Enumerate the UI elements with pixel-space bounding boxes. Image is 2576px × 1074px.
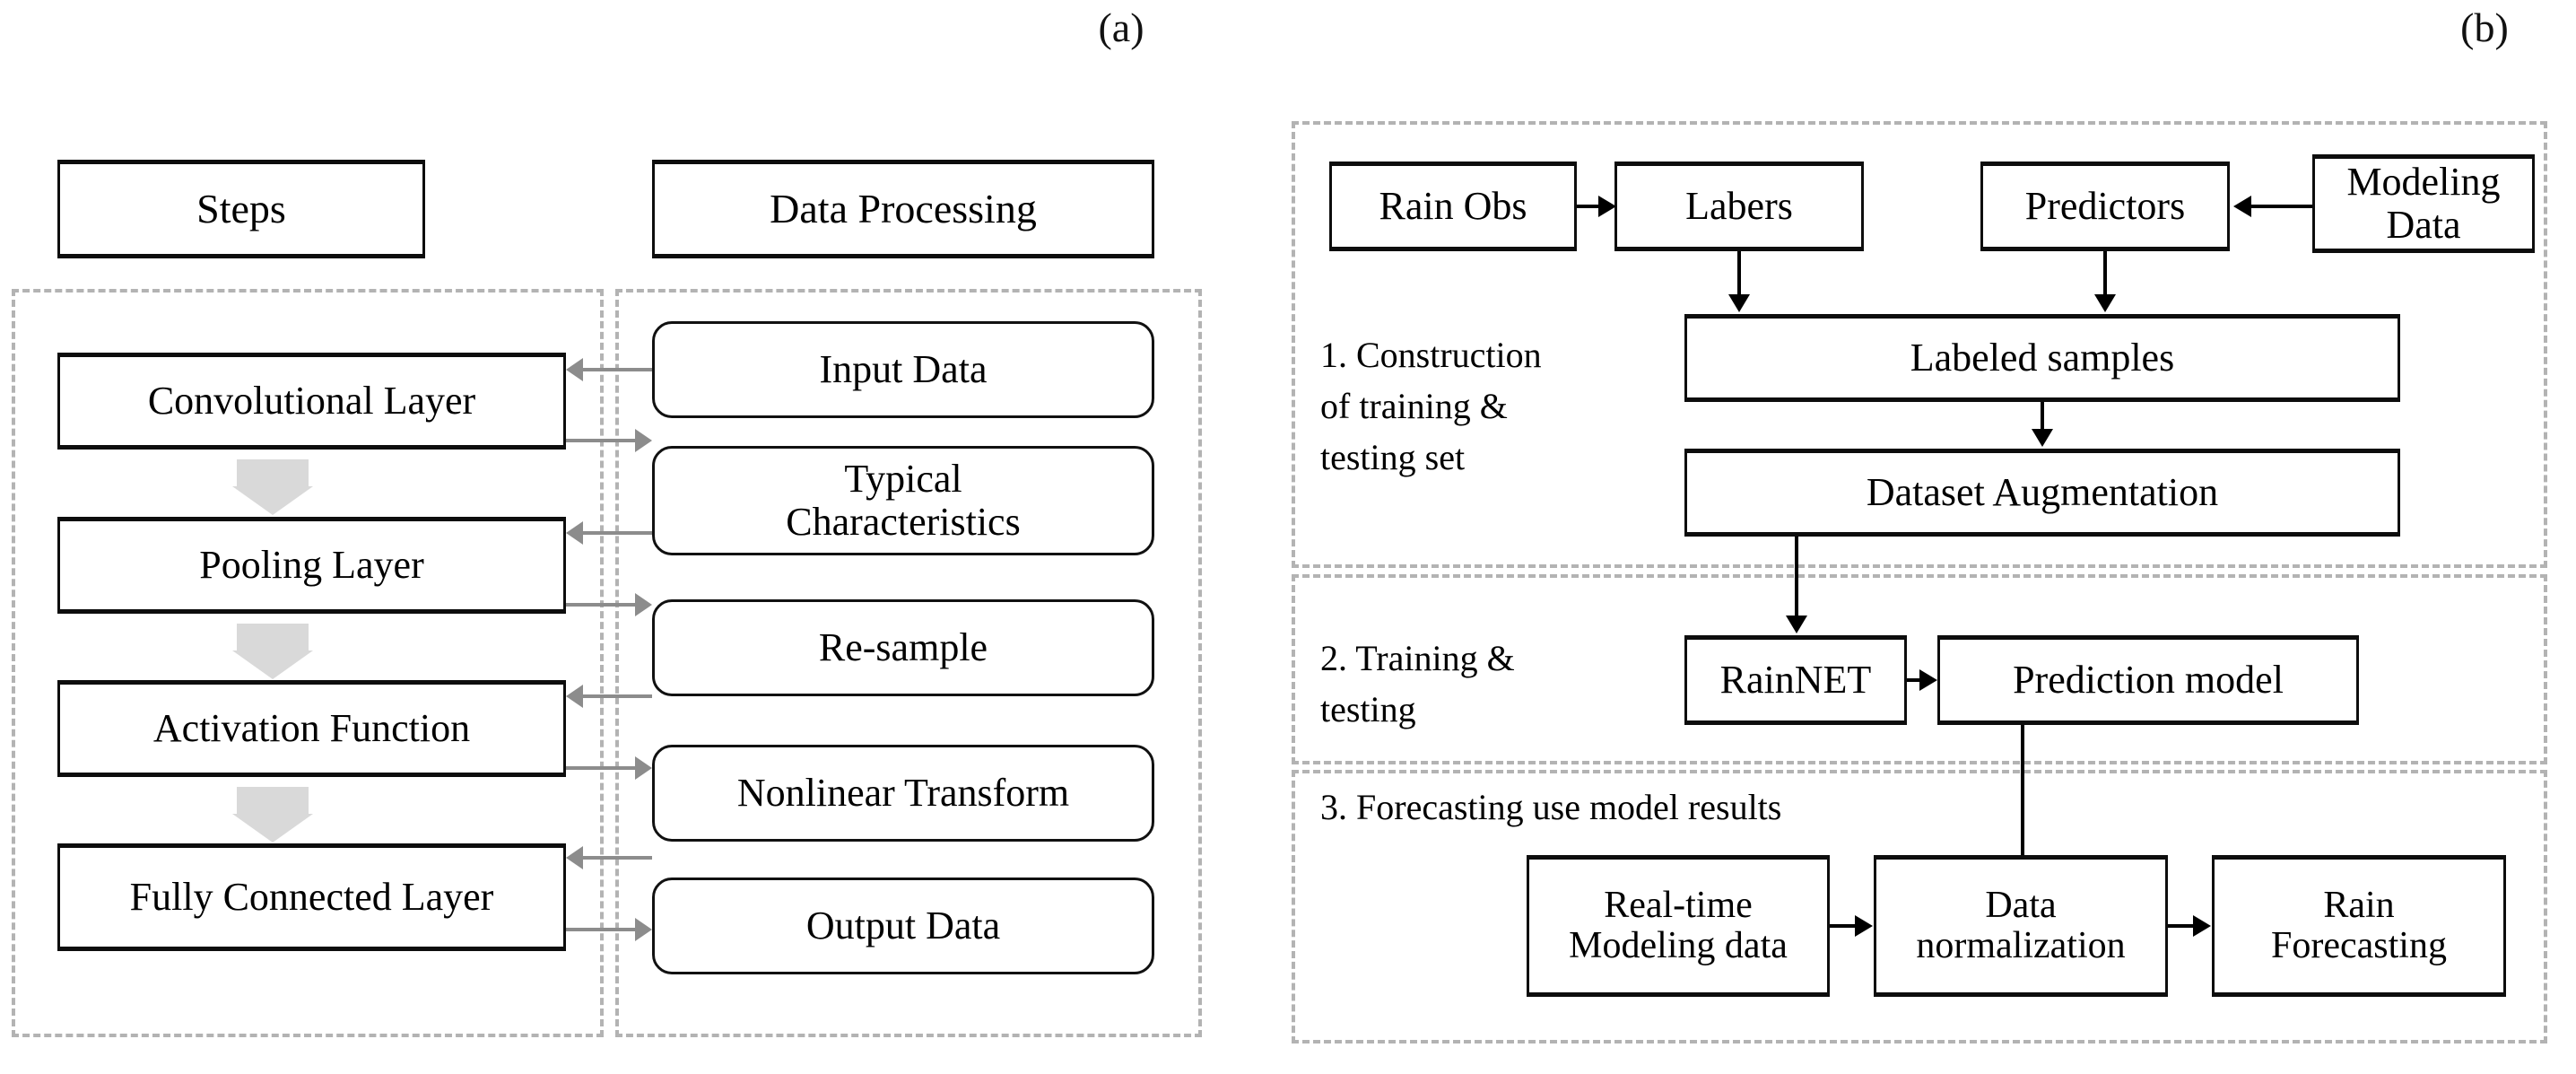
arrow-conv-to-typical <box>635 429 652 452</box>
panel-a-processing-container <box>615 289 1202 1037</box>
arrow-labeled-to-augmentation <box>2032 429 2053 447</box>
step-box-convolutional-layer: Convolutional Layer <box>57 353 566 450</box>
processing-box-output-data: Output Data <box>652 878 1154 974</box>
node-prediction-model: Prediction model <box>1937 635 2359 725</box>
connector-augmentation-to-rainnet <box>1795 537 1798 617</box>
connector-labers-to-labeled <box>1737 251 1741 296</box>
arrow-realtime-to-normalization <box>1855 915 1873 937</box>
stage2-label: 2. Training & testing <box>1320 638 1515 729</box>
connector-rainobs-to-labers <box>1577 205 1600 208</box>
arrow-input-to-conv <box>566 358 583 381</box>
connector-fc-to-output <box>566 928 635 931</box>
connector-predictors-to-labeled <box>2103 251 2107 296</box>
panel-a-letter: (a) <box>1098 4 1144 50</box>
connector-resample-to-activation <box>583 694 652 698</box>
panel-a-steps-container <box>12 289 604 1037</box>
connector-typical-to-pooling <box>583 531 652 535</box>
processing-box-re-sample: Re-sample <box>652 599 1154 696</box>
arrow-modeling-to-predictors <box>2233 196 2251 217</box>
header-steps: Steps <box>57 160 425 258</box>
arrow-labers-to-labeled <box>1728 294 1750 312</box>
arrow-rainnet-to-prediction <box>1919 669 1937 691</box>
connector-activation-to-nonlinear <box>566 766 635 770</box>
connector-nonlinear-to-fc <box>583 856 652 860</box>
stage1-label: 1. Construction of training & testing se… <box>1320 335 1542 477</box>
node-rain-obs: Rain Obs <box>1329 162 1577 251</box>
connector-input-to-conv <box>583 368 652 371</box>
connector-modeling-to-predictors <box>2250 205 2312 208</box>
header-data-processing: Data Processing <box>652 160 1154 258</box>
node-dataset-augmentation: Dataset Augmentation <box>1684 449 2400 537</box>
stage3-label: 3. Forecasting use model results <box>1320 787 1782 827</box>
node-labers: Labers <box>1614 162 1864 251</box>
arrow-pooling-to-resample <box>635 593 652 616</box>
panel-b-stage3-container <box>1292 770 2547 1043</box>
panel-b-letter: (b) <box>2460 4 2509 50</box>
step-box-fully-connected-layer: Fully Connected Layer <box>57 843 566 951</box>
node-rainnet: RainNET <box>1684 635 1907 725</box>
arrow-augmentation-to-rainnet <box>1786 616 1807 633</box>
arrow-resample-to-activation <box>566 685 583 708</box>
panel-b-stage2-container <box>1292 574 2547 764</box>
node-predictors: Predictors <box>1980 162 2230 251</box>
connector-labeled-to-augmentation <box>2041 402 2044 431</box>
connector-realtime-to-normalization <box>1830 924 1857 928</box>
connector-pooling-to-resample <box>566 603 635 607</box>
processing-box-typical-characteristics: Typical Characteristics <box>652 446 1154 555</box>
arrow-activation-to-nonlinear <box>635 756 652 780</box>
connector-conv-to-typical <box>566 439 635 442</box>
arrow-rainobs-to-labers <box>1598 196 1616 217</box>
panel-b-stage1-container <box>1292 121 2547 568</box>
processing-box-input-data: Input Data <box>652 321 1154 418</box>
arrow-normalization-to-forecasting <box>2193 915 2211 937</box>
step-box-pooling-layer: Pooling Layer <box>57 517 566 614</box>
connector-rainnet-to-prediction <box>1907 678 1921 682</box>
connector-prediction-to-normalization <box>2021 725 2024 858</box>
processing-box-nonlinear-transform: Nonlinear Transform <box>652 745 1154 842</box>
node-labeled-samples: Labeled samples <box>1684 314 2400 402</box>
node-rain-forecasting: Rain Forecasting <box>2212 855 2506 997</box>
node-realtime-modeling-data: Real-time Modeling data <box>1527 855 1830 997</box>
arrow-predictors-to-labeled <box>2094 294 2116 312</box>
step-box-activation-function: Activation Function <box>57 680 566 777</box>
connector-normalization-to-forecasting <box>2168 924 2195 928</box>
arrow-nonlinear-to-fc <box>566 846 583 869</box>
node-modeling-data: Modeling Data <box>2312 154 2535 253</box>
arrow-typical-to-pooling <box>566 521 583 545</box>
arrow-fc-to-output <box>635 918 652 941</box>
node-data-normalization: Data normalization <box>1874 855 2168 997</box>
